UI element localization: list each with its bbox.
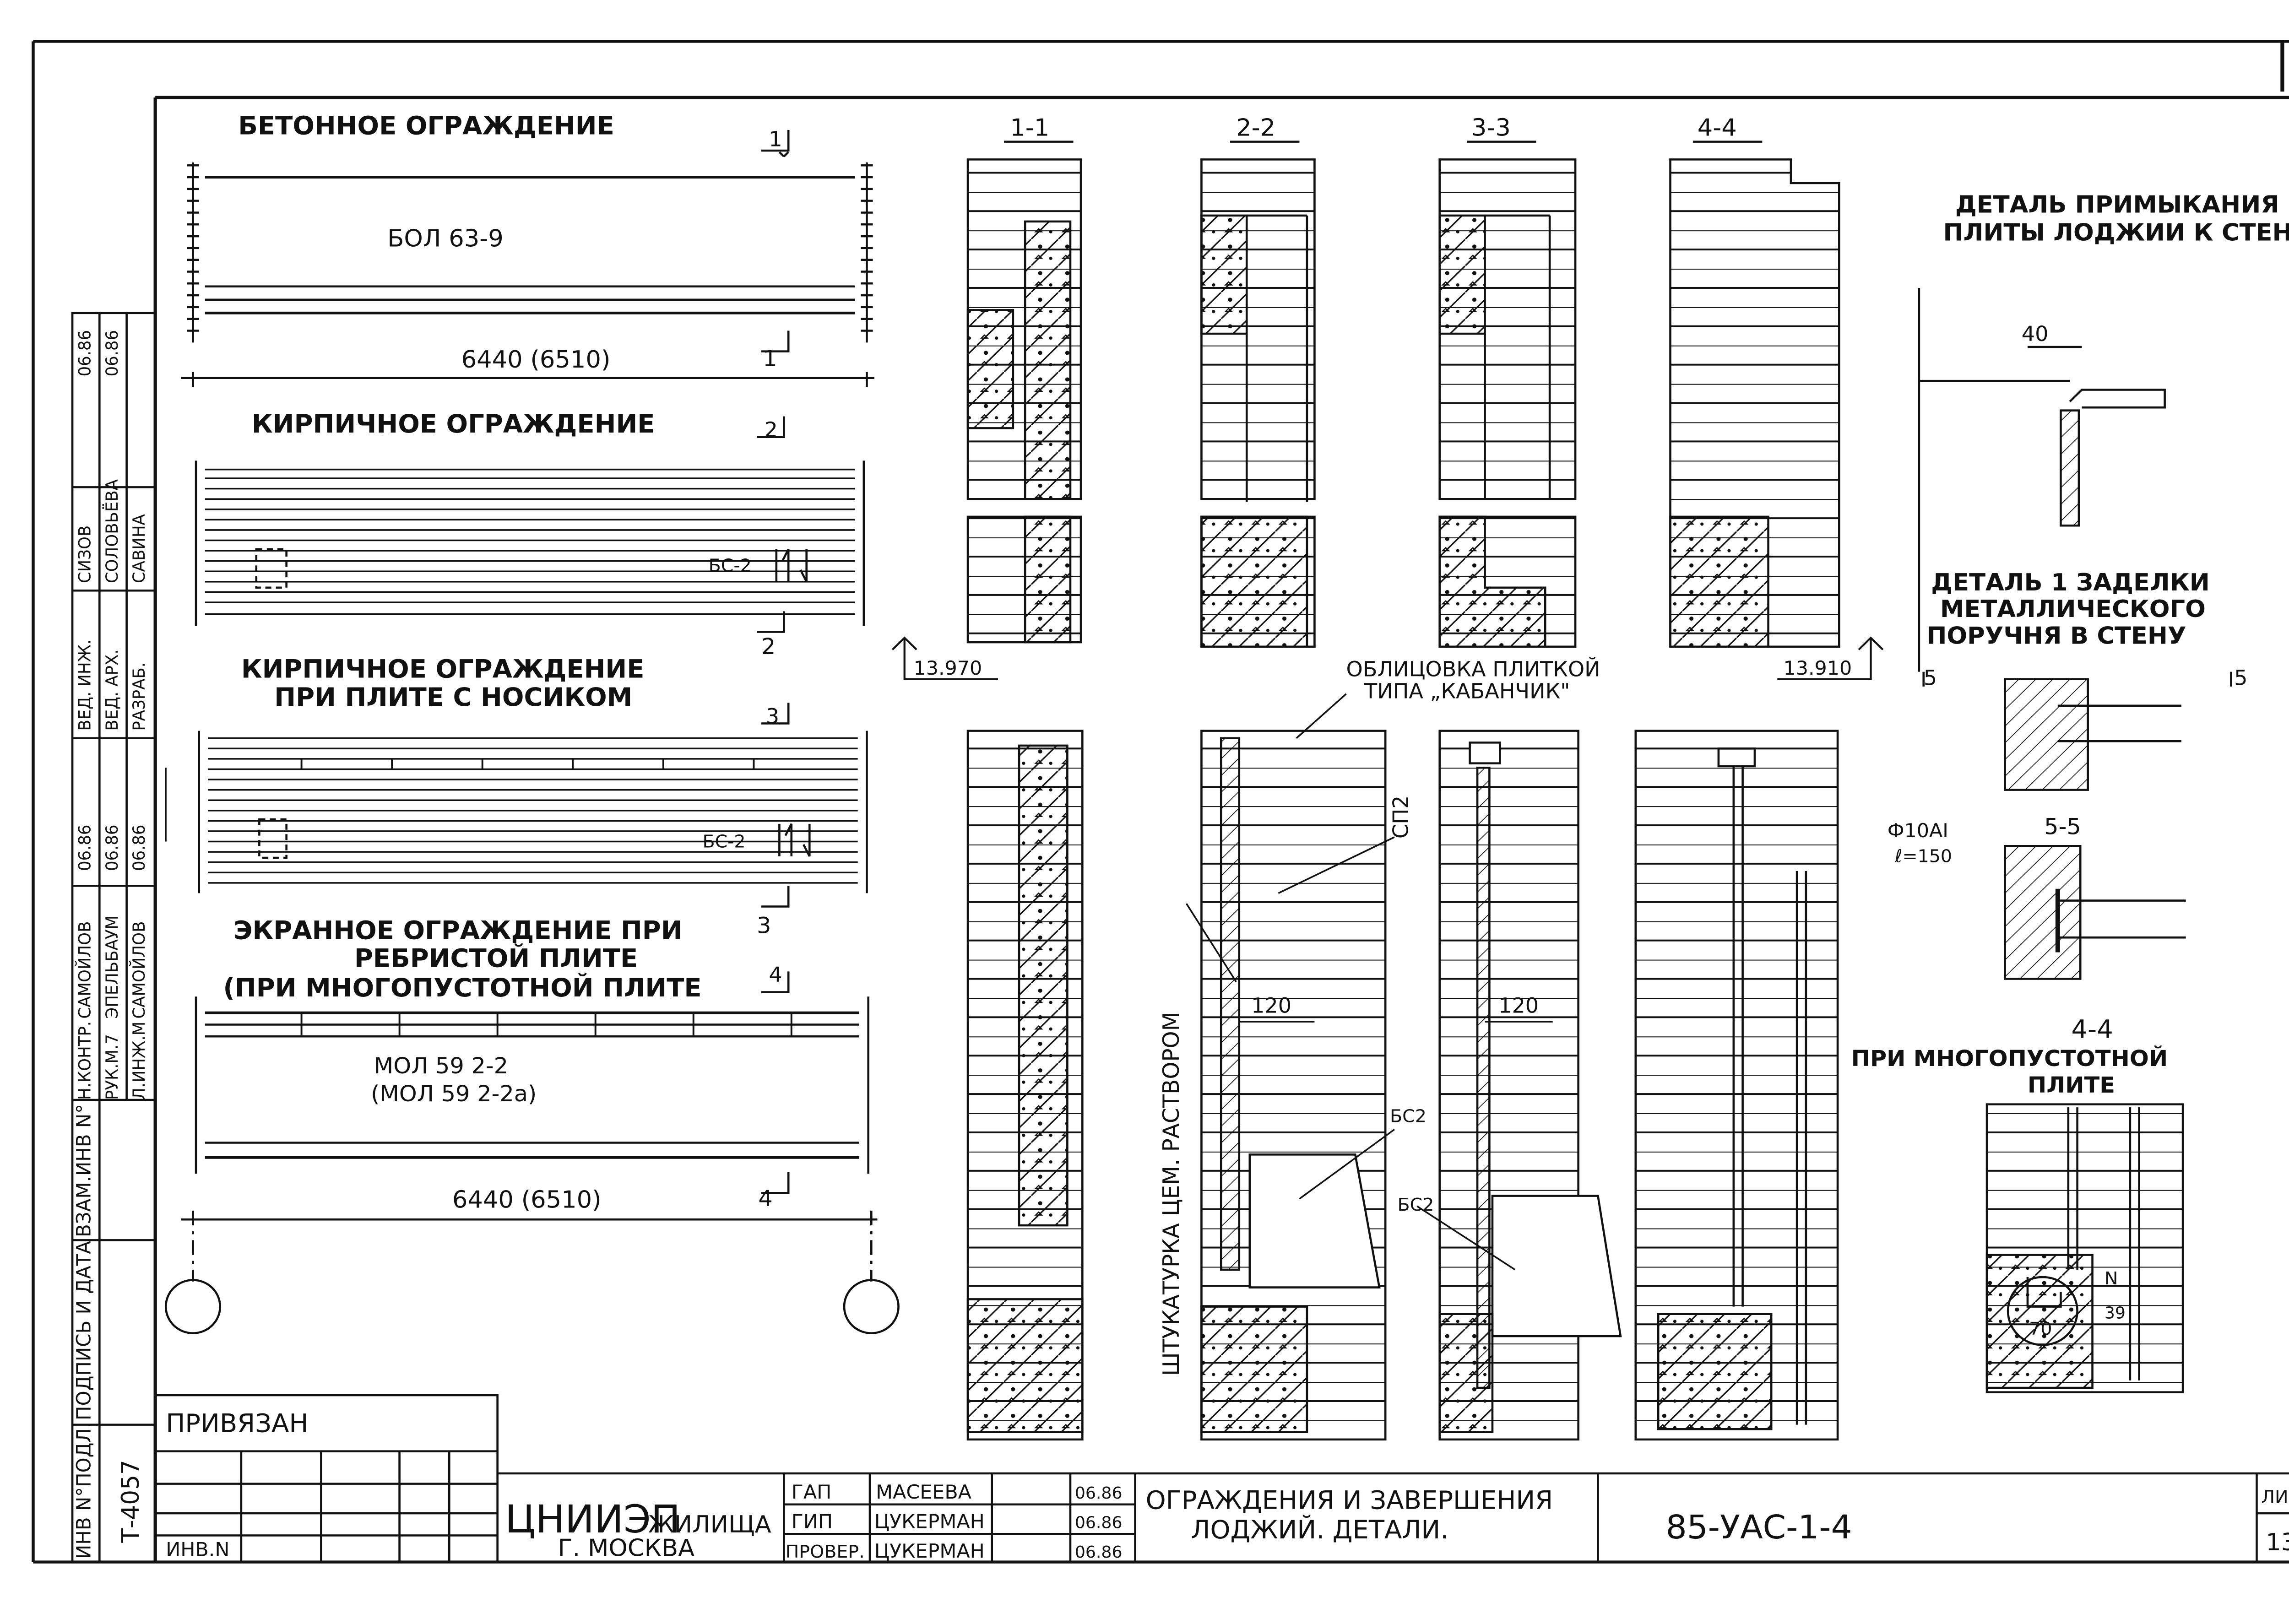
stamp-date-2: 06.86	[103, 824, 122, 871]
stamp-role-1: Н.КОНТР.	[76, 1021, 94, 1100]
stamp-date2-1: 06.86	[76, 330, 94, 377]
drawing-title-line1: ОГРАЖДЕНИЯ И ЗАВЕРШЕНИЯ	[1146, 1486, 1553, 1515]
rebar-note-line1: Ф10АI	[1888, 819, 1948, 841]
date-gap: 06.86	[1075, 1484, 1123, 1503]
inv-label: ИНВ.N	[166, 1538, 229, 1560]
screen-fence-mark-line2: (МОЛ 59 2-2а)	[371, 1081, 537, 1107]
screen-fence-title-line3: (ПРИ МНОГОПУСТОТНОЙ ПЛИТЕ	[223, 973, 701, 1003]
organization-name: ЦНИИЭП	[505, 1497, 680, 1542]
field-signature-date: ПОДПИСЬ И ДАТА	[72, 1241, 95, 1420]
cut-mark-5-right: 5	[2234, 666, 2247, 690]
drawing-code: 85-УАС-1-4	[1666, 1508, 1852, 1546]
section-4-4-sub-line2: ПЛИТЕ	[2028, 1072, 2115, 1098]
stamp-date-1: 06.86	[76, 824, 94, 871]
stamp-date2-2: 06.86	[103, 330, 122, 377]
brick-nose-title-line2: ПРИ ПЛИТЕ С НОСИКОМ	[274, 683, 632, 712]
inv-number-value: Т-4057	[117, 1460, 145, 1543]
organization-city: Г. МОСКВА	[558, 1535, 694, 1562]
cut-mark-3-top: 3	[766, 704, 779, 728]
stamp-role-2: РУК.М.7	[103, 1034, 122, 1100]
field-orig-inv: ИНВ N°ПОДЛ.	[72, 1422, 95, 1559]
screen-fence-title-line1: ЭКРАННОЕ ОГРАЖДЕНИЕ ПРИ	[233, 916, 682, 945]
cut-mark-4-top: 4	[769, 963, 782, 986]
rebar-note-line2: ℓ=150	[1894, 846, 1952, 867]
role-gap: ГАП	[792, 1481, 832, 1503]
brick-nose-title-line1: КИРПИЧНОЕ ОГРАЖДЕНИЕ	[241, 655, 645, 684]
stamp-name-3: САМОЙЛОВ	[130, 921, 149, 1019]
stamp-name2-2: СОЛОВЬЁВА	[103, 479, 122, 583]
cut-mark-5-left: 5	[1924, 666, 1937, 690]
field-replace-inv: ВЗАМ.ИНВ N°	[72, 1104, 95, 1237]
cut-mark-1-top: 1	[769, 127, 782, 151]
name-gip: ЦУКЕРМАН	[874, 1510, 985, 1532]
cut-mark-3-bottom: 3	[757, 913, 771, 938]
date-gip: 06.86	[1075, 1514, 1123, 1532]
stamp-name2-1: СИЗОВ	[76, 525, 94, 583]
sheet-label: ЛИС	[2261, 1487, 2289, 1508]
n-label: N	[2105, 1269, 2118, 1289]
bc2-label-b: БС2	[1398, 1195, 1434, 1215]
section-label-3-3: 3-3	[1471, 114, 1511, 141]
brick-fence-title: КИРПИЧНОЕ ОГРАЖДЕНИЕ	[252, 410, 655, 439]
section-4-4-sub-line1: ПРИ МНОГОПУСТОТНОЙ	[1851, 1045, 2168, 1071]
section-label-4-4: 4-4	[1698, 114, 1737, 141]
name-gap: МАСЕЕВА	[876, 1481, 971, 1503]
stamp-role2-2: ВЕД. АРХ.	[103, 649, 122, 731]
dim-120-a: 120	[1251, 994, 1291, 1018]
organization-sub: ЖИЛИЩА	[648, 1511, 771, 1538]
dim-40: 40	[2022, 322, 2049, 346]
sheet-number: 13	[2266, 1529, 2289, 1556]
brick-fence-tag: БС-2	[709, 556, 752, 576]
cut-mark-4-bottom: 4	[758, 1186, 772, 1212]
bound-label: ПРИВЯЗАН	[166, 1409, 308, 1438]
cut-mark-2-bottom: 2	[761, 633, 776, 659]
tiling-note-line1: ОБЛИЦОВКА ПЛИТКОЙ	[1346, 657, 1600, 681]
stamp-name2-3: САВИНА	[130, 514, 149, 583]
section-label-5-5: 5-5	[2044, 814, 2081, 839]
elevation-left: 13.970	[913, 657, 982, 679]
role-gip: ГИП	[792, 1510, 833, 1532]
plaster-note: ШТУКАТУРКА ЦЕМ. РАСТВОРОМ	[1158, 1012, 1185, 1376]
stamp-role2-1: ВЕД. ИНЖ.	[76, 639, 94, 731]
concrete-fence-dimension: 6440 (6510)	[461, 346, 611, 374]
stamp-role2-3: РАЗРАБ.	[130, 662, 149, 731]
junction-detail-title-line1: ДЕТАЛЬ ПРИМЫКАНИЯ	[1955, 191, 2279, 218]
screen-fence-title-line2: РЕБРИСТОЙ ПЛИТЕ	[354, 943, 638, 973]
dim-39: 39	[2105, 1304, 2126, 1323]
stamp-role-3: Л.ИНЖ.М	[130, 1022, 149, 1100]
stamp-date-3: 06.86	[130, 824, 149, 871]
concrete-fence-mark: БОЛ 63-9	[387, 225, 503, 252]
detail-1-title-line3: ПОРУЧНЯ В СТЕНУ	[1926, 623, 2186, 650]
dim-120-b: 120	[1498, 994, 1539, 1018]
cut-mark-1-bottom: 1	[763, 346, 777, 371]
section-label-1-1: 1-1	[1010, 114, 1049, 141]
section-label-2-2: 2-2	[1236, 114, 1275, 141]
sp2-label: СП2	[1389, 796, 1413, 839]
screen-fence-mark-line1: МОЛ 59 2-2	[374, 1053, 508, 1078]
elevation-right: 13.910	[1784, 657, 1852, 679]
screen-fence-dimension: 6440 (6510)	[452, 1186, 602, 1213]
stamp-name-1: САМОЙЛОВ	[75, 921, 94, 1019]
detail-1-title-line1: ДЕТАЛЬ 1 ЗАДЕЛКИ	[1931, 569, 2210, 596]
junction-detail-title-line2: ПЛИТЫ ЛОДЖИИ К СТЕН	[1943, 219, 2289, 246]
drawing-title-line2: ЛОДЖИЙ. ДЕТАЛИ.	[1191, 1515, 1448, 1545]
section-label-4-4-detail: 4-4	[2071, 1015, 2113, 1044]
date-checked: 06.86	[1075, 1543, 1123, 1562]
brick-nose-tag: БС-2	[702, 832, 745, 852]
role-checked: ПРОВЕР.	[786, 1542, 865, 1562]
bc2-label-a: БС2	[1390, 1106, 1427, 1127]
tiling-note-line2: ТИПА „КАБАНЧИК"	[1364, 679, 1570, 703]
concrete-fence-title: БЕТОННОЕ ОГРАЖДЕНИЕ	[238, 112, 614, 141]
detail-1-title-line2: МЕТАЛЛИЧЕСКОГО	[1940, 596, 2206, 623]
cut-mark-2-top: 2	[765, 418, 778, 442]
stamp-name-2: ЭПЕЛЬБАУМ	[103, 915, 122, 1019]
name-checked: ЦУКЕРМАН	[874, 1540, 985, 1562]
dim-70: 70	[2029, 1319, 2052, 1339]
